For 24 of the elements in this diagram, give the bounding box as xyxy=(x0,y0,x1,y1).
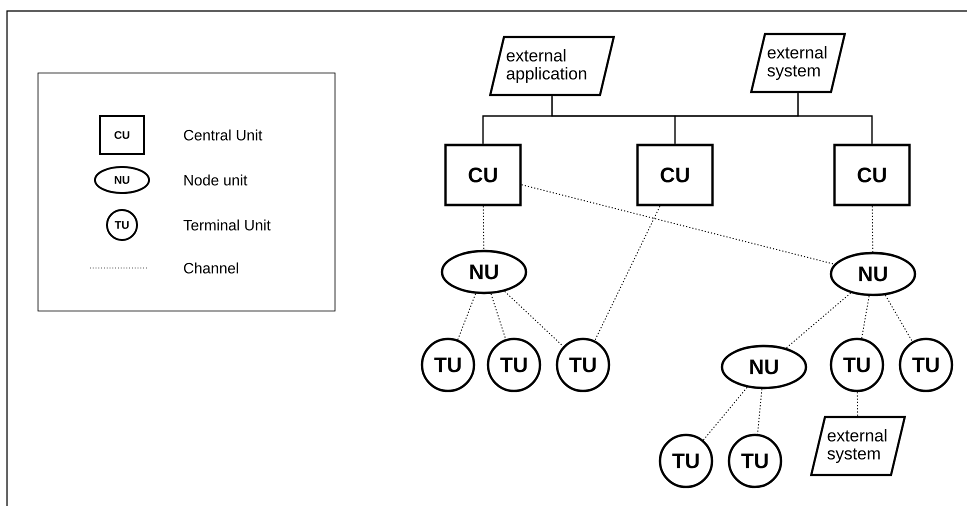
unit-box: CU xyxy=(833,144,911,206)
legend-text: Node unit xyxy=(184,174,248,186)
channel-line xyxy=(786,292,852,348)
channel-line xyxy=(884,294,913,342)
channel-line xyxy=(594,206,660,341)
legend-sample: CU xyxy=(99,115,145,155)
channel-line xyxy=(856,392,858,416)
legend-text: Central Unit xyxy=(184,129,262,140)
legend-text: Channel xyxy=(184,262,238,274)
channel-line xyxy=(757,388,762,434)
legend-text: Terminal Unit xyxy=(184,219,271,230)
channel-line xyxy=(702,386,748,441)
channel-line xyxy=(457,293,476,340)
legend-sample: NU xyxy=(94,166,150,194)
channel-line xyxy=(482,206,484,250)
unit-box: CU xyxy=(444,144,522,206)
connector-line xyxy=(797,93,873,144)
channel-line xyxy=(521,184,835,265)
channel-line xyxy=(872,206,874,252)
legend-sample: TU xyxy=(106,209,138,241)
channel-line xyxy=(490,293,506,340)
channel-line xyxy=(861,296,870,339)
unit-box: CU xyxy=(636,144,714,206)
channel-line xyxy=(504,290,564,347)
